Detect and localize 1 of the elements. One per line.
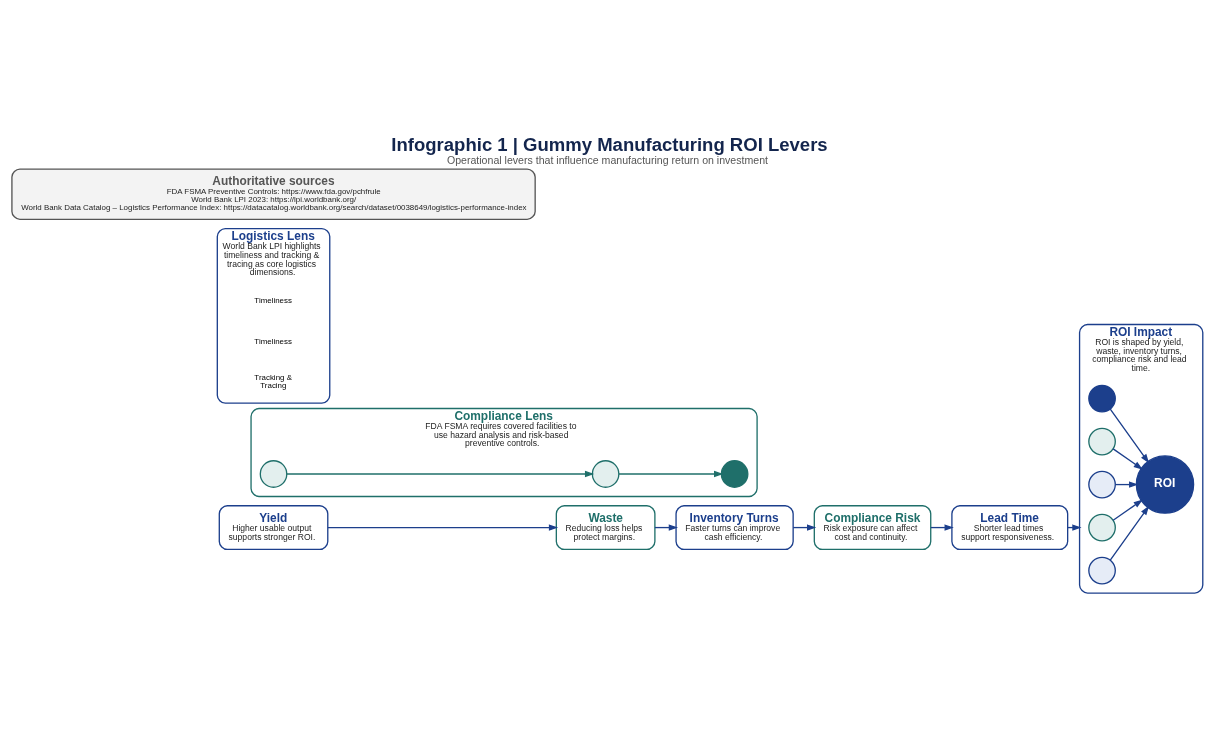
diagram-title: Infographic 1 | Gummy Manufacturing ROI Levers xyxy=(391,133,828,155)
